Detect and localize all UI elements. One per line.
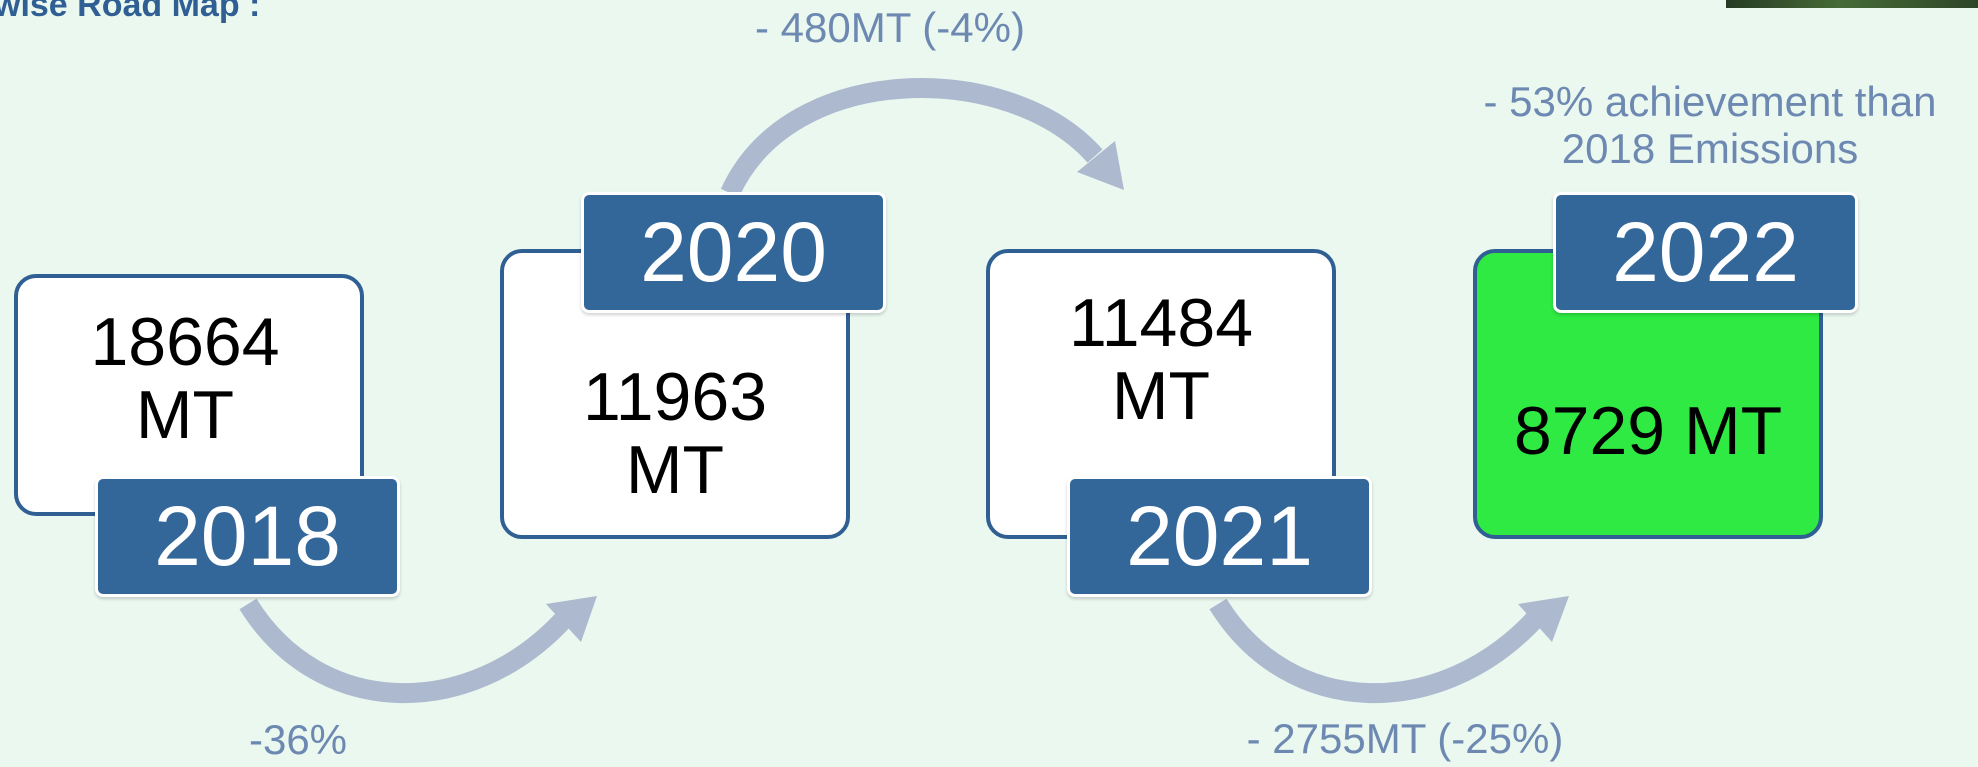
milestone-value-2022: 8729 MT [1513, 393, 1783, 470]
arrow-2018-to-2020 [239, 596, 597, 704]
year-tab-2018: 2018 [95, 476, 400, 597]
milestone-value-2018: 18664 MT [90, 303, 280, 453]
arrow-2020-to-2021 [720, 78, 1124, 198]
year-tab-2021: 2021 [1067, 476, 1372, 597]
milestone-value-2020: 11963 MT [582, 358, 768, 508]
connector-label-2020-2021: - 480MT (-4%) [755, 4, 1025, 51]
page-title: wise Road Map : [0, 0, 261, 24]
photo-corner [1726, 0, 1978, 8]
arrow-2021-to-2022 [1209, 596, 1569, 704]
connector-label-2018-2020: -36% [248, 716, 348, 763]
achievement-note: - 53% achievement than 2018 Emissions [1483, 78, 1937, 173]
connector-label-2021-2022: - 2755MT (-25%) [1246, 715, 1564, 762]
year-tab-2022: 2022 [1553, 192, 1858, 313]
year-tab-2020: 2020 [581, 192, 886, 313]
milestone-value-2021: 11484 MT [1068, 284, 1254, 434]
